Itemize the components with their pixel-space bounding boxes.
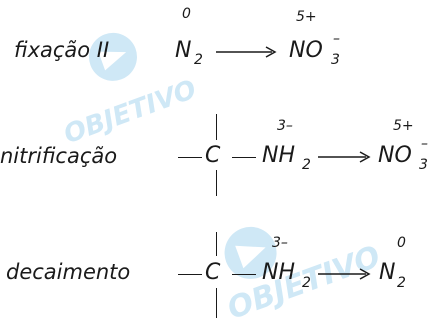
bond-left-2 (178, 157, 202, 159)
product-superscript-1: – (333, 31, 340, 47)
objetivo-watermark-top: OBJETIVO (60, 32, 200, 142)
bond-right-2 (232, 157, 256, 159)
reactant-subscript-1: 2 (194, 52, 203, 68)
reactant-symbol-1: N (175, 38, 192, 63)
oxidation-product-2: 5+ (393, 118, 414, 134)
product-subscript-1: 3 (331, 52, 340, 68)
product-symbol-2: NO (378, 143, 412, 168)
oxidation-product-3: 0 (397, 235, 406, 251)
reactant-subscript-2: 2 (302, 157, 311, 173)
bond-up-2 (216, 114, 218, 140)
oxidation-reactant-3: 3– (272, 235, 288, 251)
reactant-symbol-2: NH (262, 143, 295, 168)
carbon-3: C (205, 260, 221, 285)
oxidation-reactant-2: 3– (277, 118, 293, 134)
reactant-subscript-3: 2 (302, 275, 311, 291)
reaction-arrow-3 (318, 268, 371, 280)
product-subscript-3: 2 (397, 275, 406, 291)
product-subscript-2: 3 (419, 157, 428, 173)
reaction-arrow-2 (318, 151, 371, 163)
bond-left-3 (178, 274, 202, 276)
carbon-2: C (205, 143, 221, 168)
label-nitrificacao: nitrificação (0, 144, 118, 168)
objetivo-watermark-bottom: OBJETIVO (223, 226, 385, 318)
product-symbol-1: NO (289, 38, 323, 63)
product-symbol-3: N (379, 260, 396, 285)
bond-down-2 (216, 170, 218, 196)
reaction-arrow-1 (216, 46, 277, 58)
bond-right-3 (232, 274, 256, 276)
bond-down-3 (216, 288, 218, 318)
product-superscript-2: – (421, 136, 428, 152)
bond-up-3 (216, 232, 218, 256)
reactant-symbol-3: NH (262, 260, 295, 285)
oxidation-reactant-1: 0 (182, 6, 191, 22)
oxidation-product-1: 5+ (296, 9, 317, 25)
watermark-text: OBJETIVO (60, 75, 200, 142)
label-fixacao: fixação II (14, 38, 110, 62)
label-decaimento: decaimento (6, 260, 131, 284)
